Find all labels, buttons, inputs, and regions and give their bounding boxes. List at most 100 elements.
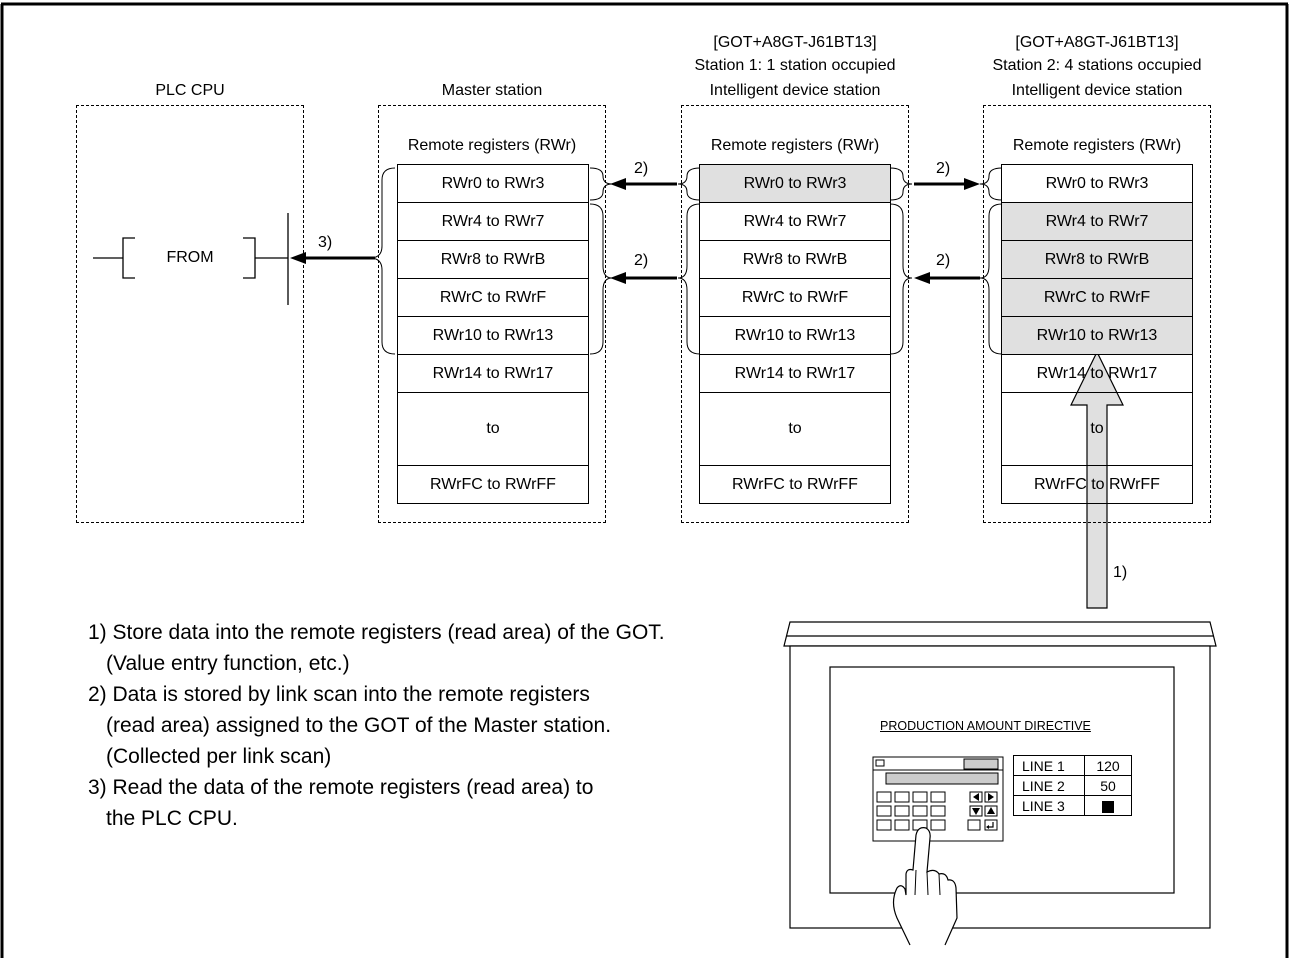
note-2: 2) Data is stored by link scan into the …	[88, 683, 590, 706]
arrow-keys	[969, 791, 998, 831]
register-row: to	[699, 392, 891, 466]
register-cell: to	[397, 392, 589, 466]
register-cell: RWrC to RWrF	[1001, 278, 1193, 317]
note-3: 3) Read the data of the remote registers…	[88, 776, 594, 799]
brace-st1-left-bottom	[677, 203, 701, 355]
note-1: 1) Store data into the remote registers …	[88, 621, 665, 644]
from-instruction-label: FROM	[166, 249, 214, 266]
register-row: RWr4 to RWr7	[1001, 202, 1193, 241]
station2-title-line1: [GOT+A8GT-J61BT13]	[1015, 34, 1179, 51]
station2-box	[983, 105, 1211, 523]
register-row: RWrC to RWrF	[699, 278, 891, 317]
got-line-row: LINE 1 120	[1013, 755, 1132, 776]
step3-label: 3)	[318, 234, 333, 251]
station2-title-line3: Intelligent device station	[1011, 82, 1183, 99]
register-cell: RWrC to RWrF	[699, 278, 891, 317]
register-cell: RWr8 to RWrB	[699, 240, 891, 279]
arrow-key-glyphs	[972, 793, 995, 829]
register-cell: RWr10 to RWr13	[397, 316, 589, 355]
register-row: RWr4 to RWr7	[699, 202, 891, 241]
step1-label: 1)	[1113, 564, 1128, 581]
register-cell: RWrFC to RWrFF	[397, 465, 589, 504]
got-screen-title: PRODUCTION AMOUNT DIRECTIVE	[880, 719, 1091, 733]
register-cell: RWr14 to RWr17	[397, 354, 589, 393]
register-cell: RWr8 to RWrB	[1001, 240, 1193, 279]
note-3-sub: the PLC CPU.	[106, 807, 238, 830]
hand-finger-lines	[914, 869, 941, 896]
keypad-keys	[876, 791, 981, 831]
station1-title-line3: Intelligent device station	[709, 82, 881, 99]
register-row: RWr0 to RWr3	[1001, 164, 1193, 203]
register-row: RWrFC to RWrFF	[699, 465, 891, 504]
register-cell: RWr10 to RWr13	[699, 316, 891, 355]
station2-title-line2: Station 2: 4 stations occupied	[992, 57, 1202, 74]
from-instruction-symbol	[93, 213, 289, 305]
register-row: RWr4 to RWr7	[397, 202, 589, 241]
brace-st1-right-bottom	[889, 203, 913, 355]
station1-title-line1: [GOT+A8GT-J61BT13]	[713, 34, 877, 51]
note-2-sub2: (Collected per link scan)	[106, 745, 332, 768]
step2-label-st2-top: 2)	[936, 160, 951, 177]
register-row: RWr14 to RWr17	[397, 354, 589, 393]
arrow-step2-st1-to-st2-top	[914, 178, 980, 190]
plc-box	[76, 105, 304, 523]
input-cursor-icon	[1102, 800, 1114, 813]
register-row: RWrFC to RWrFF	[1001, 465, 1193, 504]
register-cell: RWr0 to RWr3	[397, 164, 589, 203]
plc-title: PLC CPU	[155, 82, 225, 99]
register-cell: RWr8 to RWrB	[397, 240, 589, 279]
register-row: RWr14 to RWr17	[699, 354, 891, 393]
note-1-sub: (Value entry function, etc.)	[106, 652, 350, 675]
step2-label-master-bottom: 2)	[634, 252, 649, 269]
station2-registers-header: Remote registers (RWr)	[1012, 137, 1182, 154]
register-row: RWr8 to RWrB	[1001, 240, 1193, 279]
hand-pointer-icon	[892, 827, 958, 946]
register-cell: RWr4 to RWr7	[397, 202, 589, 241]
keypad-window	[872, 756, 1004, 842]
step2-label-st2-bottom: 2)	[936, 252, 951, 269]
station1-registers-header: Remote registers (RWr)	[710, 137, 880, 154]
register-row: RWr8 to RWrB	[699, 240, 891, 279]
register-cell: RWr14 to RWr17	[1001, 354, 1193, 393]
register-row: RWr10 to RWr13	[699, 316, 891, 355]
register-row: RWrC to RWrF	[397, 278, 589, 317]
register-cell: RWrFC to RWrFF	[1001, 465, 1193, 504]
got-line-value[interactable]: 120	[1084, 755, 1132, 776]
arrow-step2-st1-to-master-top	[610, 178, 677, 190]
master-title: Master station	[441, 82, 543, 99]
got-line-value-cursor[interactable]	[1084, 795, 1132, 816]
station1-box	[681, 105, 909, 523]
register-row: RWr0 to RWr3	[397, 164, 589, 203]
register-cell: RWr0 to RWr3	[1001, 164, 1193, 203]
step2-label-master-top: 2)	[634, 160, 649, 177]
arrow-step2-st2-to-st1-bottom	[914, 272, 980, 284]
register-cell: RWr4 to RWr7	[699, 202, 891, 241]
register-row: RWr14 to RWr17	[1001, 354, 1193, 393]
got-line-table: LINE 1 120 LINE 2 50 LINE 3	[1013, 755, 1132, 816]
register-cell: RWr0 to RWr3	[699, 164, 891, 203]
register-row: to	[397, 392, 589, 466]
register-row: RWrFC to RWrFF	[397, 465, 589, 504]
got-line-row: LINE 3	[1013, 795, 1132, 816]
station1-title-line2: Station 1: 1 station occupied	[694, 57, 896, 74]
register-cell: RWr4 to RWr7	[1001, 202, 1193, 241]
register-cell: RWr14 to RWr17	[699, 354, 891, 393]
arrow-step2-st1-to-master-bottom	[610, 272, 677, 284]
got-line-value[interactable]: 50	[1084, 775, 1132, 796]
register-cell: RWrC to RWrF	[397, 278, 589, 317]
master-box	[378, 105, 606, 523]
notes-block: 1) Store data into the remote registers …	[88, 617, 665, 834]
register-row: RWr10 to RWr13	[1001, 316, 1193, 355]
register-cell: to	[699, 392, 891, 466]
register-cell: RWrFC to RWrFF	[699, 465, 891, 504]
got-line-row: LINE 2 50	[1013, 775, 1132, 796]
got-line-name: LINE 1	[1013, 755, 1085, 776]
register-row: RWr0 to RWr3	[699, 164, 891, 203]
note-2-sub: (read area) assigned to the GOT of the M…	[106, 714, 612, 737]
register-cell: RWr10 to RWr13	[1001, 316, 1193, 355]
